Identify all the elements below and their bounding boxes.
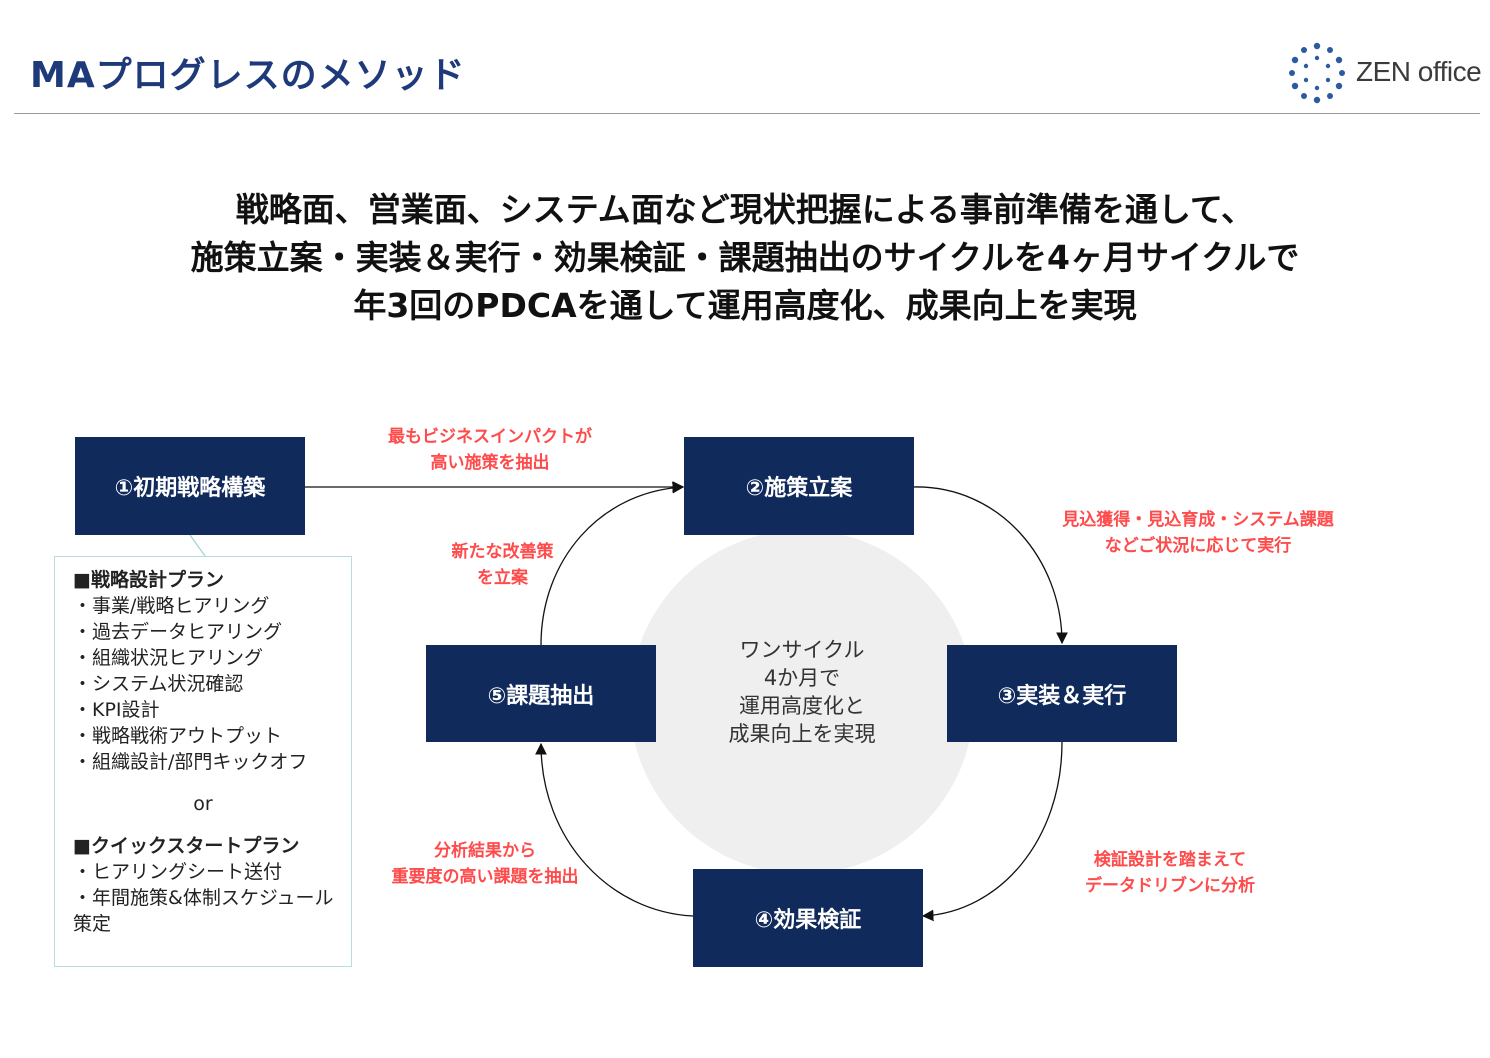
label-s5-to-s2-line-1: 新たな改善策 (451, 542, 554, 562)
strategy-item: ・組織設計/部門キックオフ (73, 751, 308, 773)
label-s2-to-s3-line-1: 見込獲得・見込育成・システム課題 (1062, 510, 1334, 530)
strategy-item: ・システム状況確認 (73, 673, 244, 695)
label-s5-to-s2: 新たな改善策 を立案 (420, 539, 585, 591)
headline: 戦略面、営業面、システム面など現状把握による事前準備を通して、 施策立案・実装＆… (60, 186, 1430, 330)
label-s3-to-s4-line-1: 検証設計を踏まえて (1093, 850, 1247, 870)
dot-ring-logo-icon (1289, 42, 1345, 104)
step-initial-strategy: ①初期戦略構築 (75, 437, 305, 535)
label-s1-to-s2-line-1: 最もビジネスインパクトが (388, 427, 592, 447)
strategy-plan-title: ■戦略設計プラン (73, 569, 224, 591)
center-line-3: 運用高度化と (739, 694, 865, 718)
headline-line-2: 施策立案・実装＆実行・効果検証・課題抽出のサイクルを4ヶ月サイクルで (190, 238, 1300, 277)
step-implement-execute-label: ③実装＆実行 (997, 683, 1127, 709)
label-s4-to-s5: 分析結果から 重要度の高い課題を抽出 (360, 838, 610, 890)
cycle-center-text: ワンサイクル 4か月で 運用高度化と 成果向上を実現 (690, 636, 914, 748)
zen-office-logo: ZEN office (1282, 40, 1482, 106)
center-line-2: 4か月で (763, 666, 841, 690)
plan-callout-line (189, 534, 206, 557)
arrow-step5-to-step2 (540, 481, 685, 646)
header-divider (14, 113, 1480, 114)
strategy-item: ・事業/戦略ヒアリング (73, 595, 270, 617)
strategy-item: ・戦略戦術アウトプット (73, 725, 283, 747)
step-verify-effect: ④効果検証 (693, 869, 923, 967)
step-plan-measures-label: ②施策立案 (745, 476, 853, 501)
arrow-step3-to-step4 (921, 741, 1063, 922)
center-circle (630, 530, 974, 874)
label-s2-to-s3-line-2: などご状況に応じて実行 (1104, 536, 1292, 556)
label-s5-to-s2-line-2: を立案 (477, 568, 528, 588)
arrow-step2-to-step3 (912, 486, 1068, 645)
strategy-item: ・KPI設計 (73, 699, 160, 721)
step-plan-measures: ②施策立案 (684, 437, 914, 535)
arrow-step4-to-step5 (535, 742, 694, 917)
strategy-item: ・組織状況ヒアリング (73, 647, 264, 669)
step-implement-execute: ③実装＆実行 (947, 645, 1177, 742)
label-s1-to-s2: 最もビジネスインパクトが 高い施策を抽出 (340, 424, 640, 476)
center-line-4: 成果向上を実現 (728, 722, 876, 746)
label-s3-to-s4-line-2: データドリブンに分析 (1085, 876, 1255, 896)
headline-line-3: 年3回のPDCAを通して運用高度化、成果向上を実現 (353, 286, 1137, 325)
step-verify-effect-label: ④効果検証 (754, 908, 862, 933)
step-extract-issues-label: ⑤課題抽出 (487, 683, 595, 709)
quick-item: ・年間施策&体制スケジュール策定 (73, 887, 334, 935)
step-extract-issues: ⑤課題抽出 (426, 645, 656, 742)
logo-text: ZEN office (1356, 56, 1482, 87)
strategy-item: ・過去データヒアリング (73, 621, 283, 643)
page-title: MAプログレスのメソッド (30, 55, 466, 96)
step-initial-strategy-label: ①初期戦略構築 (114, 476, 266, 501)
label-s4-to-s5-line-1: 分析結果から (434, 841, 536, 861)
headline-line-1: 戦略面、営業面、システム面など現状把握による事前準備を通して、 (235, 190, 1255, 229)
label-s4-to-s5-line-2: 重要度の高い課題を抽出 (391, 867, 579, 887)
quick-item: ・ヒアリングシート送付 (73, 861, 283, 883)
center-line-1: ワンサイクル (739, 638, 865, 662)
plan-or-divider: or (193, 793, 213, 815)
plan-details-box: ■戦略設計プラン ・事業/戦略ヒアリング ・過去データヒアリング ・組織状況ヒア… (54, 556, 352, 967)
quick-plan-title: ■クイックスタートプラン (73, 835, 300, 857)
label-s1-to-s2-line-2: 高い施策を抽出 (430, 453, 550, 473)
label-s2-to-s3: 見込獲得・見込育成・システム課題 などご状況に応じて実行 (1016, 507, 1380, 559)
label-s3-to-s4: 検証設計を踏まえて データドリブンに分析 (1050, 847, 1290, 899)
